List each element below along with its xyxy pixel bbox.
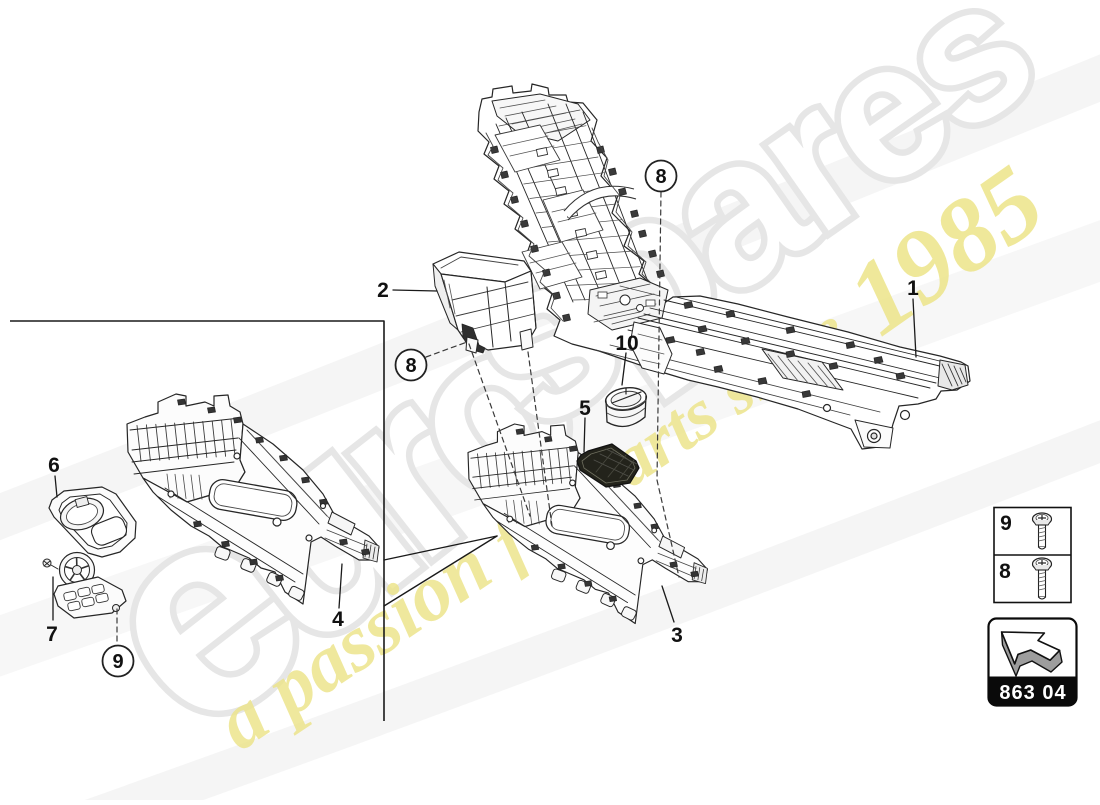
svg-text:863 04: 863 04 — [999, 682, 1066, 704]
svg-text:3: 3 — [671, 624, 683, 647]
svg-text:8: 8 — [405, 355, 416, 377]
svg-text:1: 1 — [907, 277, 919, 300]
svg-text:8: 8 — [655, 166, 666, 188]
svg-text:6: 6 — [48, 454, 60, 477]
svg-text:10: 10 — [615, 332, 638, 355]
svg-text:7: 7 — [46, 623, 58, 646]
svg-text:8: 8 — [999, 560, 1011, 583]
svg-text:2: 2 — [377, 279, 389, 302]
svg-text:9: 9 — [112, 651, 123, 673]
svg-text:5: 5 — [579, 397, 591, 420]
svg-text:9: 9 — [1000, 512, 1012, 535]
svg-text:4: 4 — [332, 608, 344, 631]
